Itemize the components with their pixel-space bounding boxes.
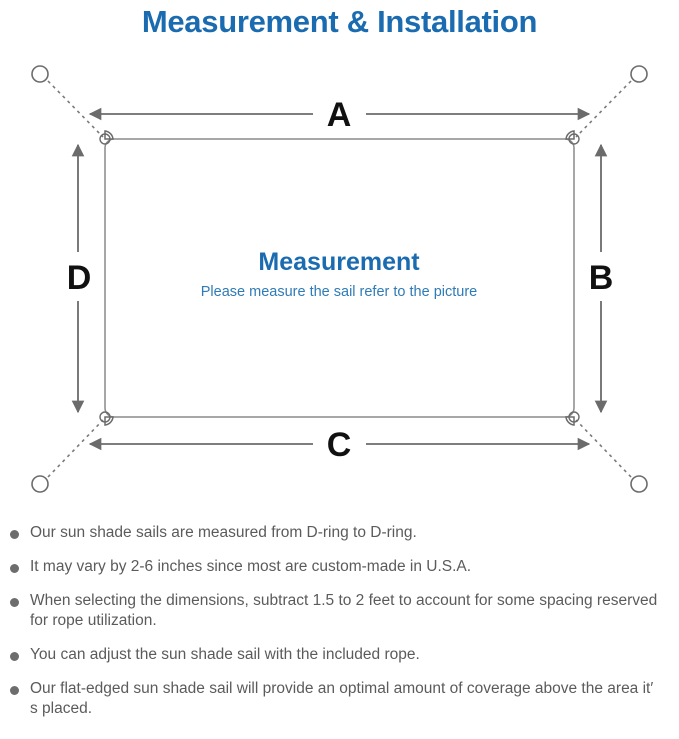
dimension-label-c: C <box>327 426 352 464</box>
list-item: It may vary by 2-6 inches since most are… <box>10 557 665 577</box>
bullet-icon <box>10 564 19 573</box>
list-item: When selecting the dimensions, subtract … <box>10 591 665 631</box>
dimension-arrow-d: D <box>67 143 92 414</box>
anchor-bottom-right-icon <box>630 475 648 493</box>
note-text: Our sun shade sails are measured from D-… <box>30 524 417 541</box>
bullet-icon <box>10 530 19 539</box>
notes-list: Our sun shade sails are measured from D-… <box>0 523 679 733</box>
sail-outline <box>104 138 575 418</box>
dimension-label-a: A <box>327 96 352 134</box>
note-text: It may vary by 2-6 inches since most are… <box>30 558 472 575</box>
d-ring-bottom-right-hole <box>568 411 580 423</box>
bullet-icon <box>10 598 19 607</box>
d-ring-top-left-hole <box>99 133 111 145</box>
list-item: You can adjust the sun shade sail with t… <box>10 645 665 665</box>
anchor-top-right-icon <box>630 65 648 83</box>
bullet-icon <box>10 652 19 661</box>
dimension-arrow-a: A <box>88 96 591 134</box>
note-text: Our flat-edged sun shade sail will provi… <box>30 680 654 717</box>
bullet-icon <box>10 686 19 695</box>
rope-lines <box>47 80 632 478</box>
anchor-points <box>31 65 648 493</box>
sun-shade-sail-measurement-diagram: A C D B Measurement Please measure the s… <box>0 44 679 514</box>
d-rings <box>99 130 580 426</box>
dimension-arrow-c: C <box>88 426 591 464</box>
diagram-center-subtitle: Please measure the sail refer to the pic… <box>201 284 477 300</box>
dimension-label-d: D <box>67 259 92 297</box>
note-text: When selecting the dimensions, subtract … <box>30 592 658 629</box>
d-ring-top-right-hole <box>568 133 580 145</box>
dimension-label-b: B <box>589 259 614 297</box>
anchor-top-left-icon <box>31 65 49 83</box>
page-title: Measurement & Installation <box>141 4 538 39</box>
rope-bottom-left <box>47 419 104 478</box>
d-ring-bottom-left-hole <box>99 411 111 423</box>
anchor-bottom-left-icon <box>31 475 49 493</box>
rope-top-right <box>575 80 632 138</box>
list-item: Our flat-edged sun shade sail will provi… <box>10 679 665 719</box>
rope-bottom-right <box>575 419 632 478</box>
diagram-center-title: Measurement <box>258 248 420 276</box>
note-text: You can adjust the sun shade sail with t… <box>30 646 420 663</box>
list-item: Our sun shade sails are measured from D-… <box>10 523 665 543</box>
rope-top-left <box>47 80 104 138</box>
dimension-arrow-b: B <box>589 143 614 414</box>
